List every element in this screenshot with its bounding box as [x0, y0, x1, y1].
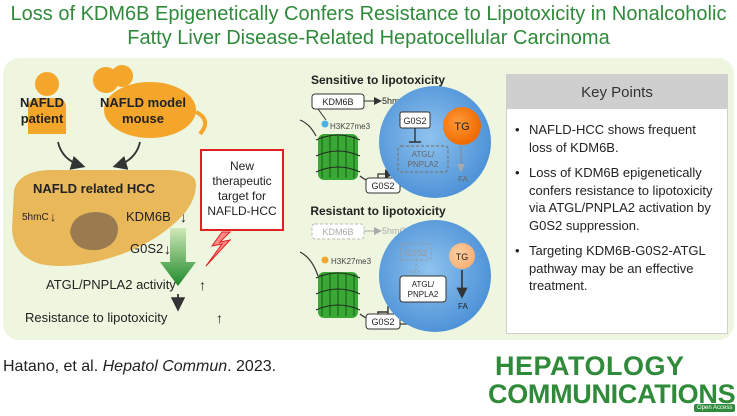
sensitive-heading: Sensitive to lipotoxicity — [311, 73, 445, 87]
patient-label-2: patient — [21, 111, 64, 126]
citation-year: . 2023. — [227, 358, 277, 375]
atgl-activity-label: ATGL/PNPLA2 activity — [46, 277, 176, 292]
sensitive-fa-label: FA — [458, 175, 468, 184]
journal-logo-line-1: HEPATOLOGY — [495, 351, 685, 381]
sensitive-modification-dot — [321, 120, 329, 128]
resistant-kdm6b-label: KDM6B — [322, 227, 353, 237]
hmc-down-arrow: ↓ — [50, 210, 56, 224]
key-points-heading: Key Points — [507, 75, 727, 109]
patient-to-hcc-arrow — [57, 141, 86, 170]
resistant-nucleosome — [315, 272, 361, 318]
lightning-icon — [205, 231, 232, 267]
bullet-icon: • — [515, 122, 520, 137]
patient-label-1: NAFLD — [20, 95, 64, 110]
key-point-item: • NAFLD-HCC shows frequent loss of KDM6B… — [515, 121, 719, 156]
key-points-box: Key Points • NAFLD-HCC shows frequent lo… — [506, 74, 728, 334]
key-point-item: • Loss of KDM6B epigenetically confers r… — [515, 164, 719, 234]
resistant-atgl-line-1: ATGL/ — [412, 280, 435, 289]
key-point-text: NAFLD-HCC shows frequent loss of KDM6B. — [529, 122, 696, 155]
title-line-1: Loss of KDM6B Epigenetically Confers Res… — [10, 3, 727, 25]
atgl-up-arrow: ↑ — [199, 277, 206, 293]
cascade-arrow — [160, 228, 196, 286]
resistant-g0s2-label: G0S2 — [404, 248, 427, 258]
sensitive-kdm6b-link — [317, 108, 327, 121]
resistant-dna-top — [299, 251, 319, 277]
patient-icon — [28, 72, 66, 134]
hcc-label: NAFLD related HCC — [33, 181, 156, 196]
resistant-g0s2-gene-label: G0S2 — [371, 317, 394, 327]
target-line-2: therapeutic — [212, 174, 271, 188]
bullet-icon: • — [515, 243, 520, 258]
key-points-list: • NAFLD-HCC shows frequent loss of KDM6B… — [507, 109, 727, 295]
resistant-tg-droplet — [449, 243, 475, 269]
mouse-label-1: NAFLD model — [100, 95, 186, 110]
bullet-icon: • — [515, 165, 520, 180]
resistant-g0s2-gene-box — [365, 313, 401, 330]
resistant-h3k27-label: H3K27me3 — [331, 257, 372, 266]
hmc-label: 5hmC — [22, 212, 49, 223]
open-access-badge: Open Access — [694, 404, 736, 412]
figure-title: Loss of KDM6B Epigenetically Confers Res… — [0, 2, 737, 50]
sensitive-h3k27-label: H3K27me3 — [330, 122, 371, 131]
mouse-label-2: mouse — [122, 111, 164, 126]
citation: Hatano, et al. Hepatol Commun. 2023. — [3, 358, 276, 376]
sensitive-tg-droplet — [443, 107, 481, 145]
sensitive-atgl-box — [397, 145, 449, 173]
journal-logo-line-2: COMMUNICATIONS — [488, 379, 736, 409]
target-line-4: NAFLD-HCC — [207, 204, 277, 218]
citation-journal: Hepatol Commun — [102, 358, 228, 375]
therapeutic-target-box — [200, 149, 284, 231]
sensitive-cell — [379, 86, 491, 198]
resistance-up-arrow: ↑ — [216, 310, 223, 326]
title-line-2: Fatty Liver Disease-Related Hepatocellul… — [127, 27, 610, 49]
sensitive-atgl-line-1: ATGL/ — [412, 150, 435, 159]
citation-authors: Hatano, et al. — [3, 358, 103, 375]
sensitive-hmc-label: 5hmC — [382, 96, 407, 106]
g0s2-down-arrow: ↓ — [164, 241, 171, 257]
key-point-item: • Targeting KDM6B-G0S2-ATGL pathway may … — [515, 242, 719, 295]
resistant-hmc-label: 5hmC — [382, 226, 407, 236]
sensitive-kdm6b-label: KDM6B — [322, 97, 353, 107]
resistant-atgl-line-2: PNPLA2 — [408, 290, 439, 299]
kdm6b-down-arrow: ↓ — [180, 209, 187, 225]
target-line-1: New — [230, 159, 254, 173]
sensitive-g0s2-gene-label: G0S2 — [371, 181, 394, 191]
resistant-modification-dot — [321, 256, 329, 264]
g0s2-label: G0S2 — [130, 241, 163, 256]
sensitive-nucleosome — [315, 134, 361, 180]
resistant-atgl-box — [399, 275, 447, 303]
sensitive-tg-label: TG — [454, 121, 469, 133]
resistant-heading: Resistant to lipotoxicity — [310, 204, 446, 218]
sensitive-atgl-line-2: PNPLA2 — [408, 160, 439, 169]
resistant-tg-label: TG — [456, 252, 469, 262]
resistant-fa-label: FA — [458, 302, 468, 311]
target-line-3: target for — [218, 189, 266, 203]
mouse-icon — [93, 65, 208, 138]
mouse-to-hcc-arrow — [112, 141, 141, 170]
sensitive-g0s2-label: G0S2 — [403, 116, 426, 126]
sensitive-dna-top — [299, 119, 317, 137]
key-point-text: Targeting KDM6B-G0S2-ATGL pathway may be… — [529, 243, 706, 293]
sensitive-inhibit-line — [409, 128, 421, 143]
kdm6b-label: KDM6B — [126, 209, 171, 224]
resistant-inhibit-line — [410, 260, 422, 273]
tumor-shape — [70, 212, 118, 251]
key-point-text: Loss of KDM6B epigenetically confers res… — [529, 165, 713, 233]
resistance-label: Resistance to lipotoxicity — [25, 310, 168, 325]
